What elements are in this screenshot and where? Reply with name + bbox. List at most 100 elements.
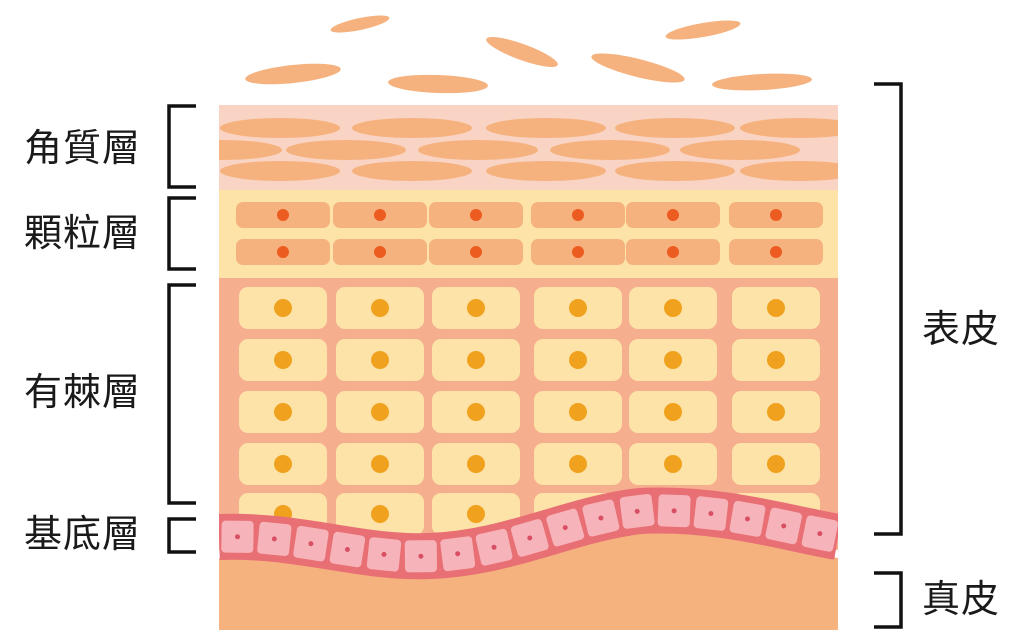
corneum-cell — [220, 161, 340, 181]
granulosum-nucleus — [277, 209, 289, 221]
flake — [591, 53, 685, 83]
spinosum-nucleus — [569, 299, 587, 317]
granulosum-nucleus — [470, 209, 482, 221]
granulosum-nucleus — [667, 209, 679, 221]
brackets — [167, 82, 903, 629]
flake — [330, 15, 390, 33]
basal-cells — [221, 493, 838, 573]
spinosum-nucleus — [569, 403, 587, 421]
label-stratum-granulosum: 顆粒層 — [24, 211, 142, 255]
granulosum-nucleus — [572, 246, 584, 258]
granulosum-nucleus — [667, 246, 679, 258]
corneum-cell — [286, 140, 406, 160]
corneum-cell — [615, 161, 735, 181]
spinosum-nucleus — [569, 351, 587, 369]
spinosum-nucleus — [274, 403, 292, 421]
corneum-cell — [352, 118, 472, 138]
basal-nucleus — [308, 541, 314, 547]
basal-nucleus — [634, 508, 640, 514]
corneum-cell — [680, 140, 800, 160]
bracket-stratum-spinosum — [167, 283, 196, 505]
spinosum-nucleus — [371, 455, 389, 473]
basal-cell — [582, 499, 620, 537]
corneum-cell — [219, 140, 282, 160]
bracket-dermis — [874, 571, 903, 629]
basal-nucleus — [491, 544, 497, 550]
basal-nucleus — [562, 525, 568, 531]
flake — [388, 74, 488, 94]
basal-cell — [693, 496, 729, 531]
spinosum-nucleus — [664, 351, 682, 369]
granulosum-nucleus — [374, 209, 386, 221]
basal-nucleus — [234, 534, 240, 540]
spinosum-nucleus — [767, 351, 785, 369]
basal-cell — [329, 531, 366, 568]
basal-cell — [293, 526, 329, 562]
spinosum-nucleus — [467, 299, 485, 317]
basal-nucleus — [455, 551, 461, 557]
spinosum-nucleus — [767, 455, 785, 473]
basal-nucleus — [271, 536, 277, 542]
spinosum-nucleus — [467, 455, 485, 473]
corneum-cells — [219, 118, 838, 181]
basal-nucleus — [781, 523, 787, 529]
corneum-cell — [740, 118, 838, 138]
spinosum-nucleus — [274, 455, 292, 473]
spinosum-nucleus — [664, 455, 682, 473]
spinosum-nucleus — [767, 299, 785, 317]
basal-nucleus — [744, 516, 750, 522]
spinosum-nucleus — [767, 403, 785, 421]
spinosum-nucleus — [371, 403, 389, 421]
bracket-stratum-corneum — [167, 104, 196, 189]
spinosum-nucleus — [569, 455, 587, 473]
basal-cell — [257, 521, 292, 557]
basal-nucleus — [381, 551, 387, 557]
basal-cell — [765, 507, 802, 545]
label-epidermis: 表皮 — [922, 307, 1001, 351]
basal-nucleus — [671, 508, 677, 514]
label-dermis: 真皮 — [922, 577, 1001, 621]
granulosum-nucleus — [770, 209, 782, 221]
basal-cell — [366, 537, 402, 572]
spinosum-nucleus — [664, 299, 682, 317]
bracket-stratum-granulosum — [167, 196, 196, 271]
basal-nucleus — [344, 547, 350, 553]
flakes — [245, 15, 812, 94]
granulosum-nucleus — [374, 246, 386, 258]
granulosum-nucleus — [572, 209, 584, 221]
basal-cell — [801, 515, 838, 552]
basal-cell — [221, 520, 254, 553]
spinosum-nucleus — [664, 403, 682, 421]
granulosum-nucleus — [470, 246, 482, 258]
spinosum-nucleus — [274, 299, 292, 317]
corneum-cell — [740, 161, 838, 181]
flake — [665, 20, 741, 40]
dermis-region — [219, 531, 838, 630]
basal-cell — [404, 540, 437, 573]
spinosum-nucleus — [467, 403, 485, 421]
corneum-cell — [220, 118, 340, 138]
spinosum-nucleus — [467, 505, 485, 523]
basal-nucleus — [418, 553, 424, 559]
label-stratum-spinosum: 有棘層 — [24, 370, 142, 414]
corneum-cell — [486, 118, 606, 138]
granulosum-nucleus — [770, 246, 782, 258]
flake — [486, 36, 558, 68]
basal-cell — [546, 508, 585, 547]
flake — [712, 73, 812, 91]
spinosum-nucleus — [371, 351, 389, 369]
basal-nucleus — [598, 515, 604, 521]
basal-cell — [729, 500, 766, 537]
basal-cell — [619, 493, 655, 529]
spinosum-nucleus — [371, 505, 389, 523]
corneum-cell — [615, 118, 735, 138]
flake — [245, 63, 341, 85]
bracket-stratum-basale — [167, 517, 196, 554]
corneum-cell — [352, 161, 472, 181]
basal-nucleus — [708, 511, 714, 517]
basal-cell — [440, 536, 476, 572]
spinosum-nucleus — [274, 351, 292, 369]
basal-nucleus — [527, 535, 533, 541]
granulosum-cells — [236, 202, 823, 265]
